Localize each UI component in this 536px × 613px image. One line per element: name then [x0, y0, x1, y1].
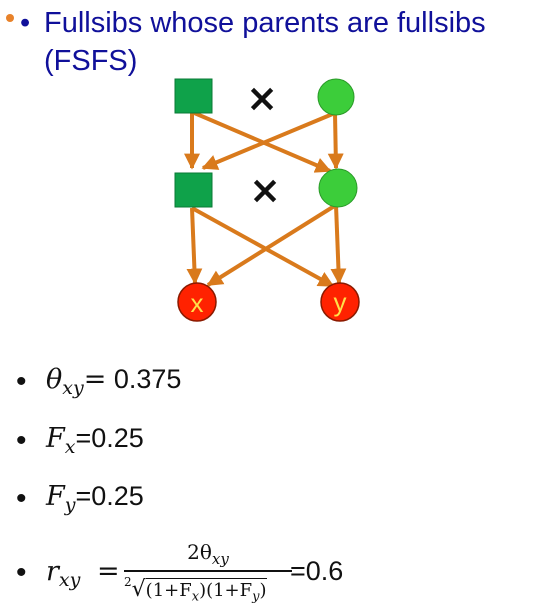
- bullet-r: •: [16, 556, 27, 589]
- fy-symbol: F: [46, 481, 65, 512]
- fy-formula: Fy=0.25: [46, 481, 144, 516]
- r-denominator: 2√(1+Fx)(1+Fy): [124, 575, 292, 605]
- theta-formula: θxy= 0.375: [46, 364, 181, 399]
- fx-symbol: F: [46, 423, 65, 454]
- r-equals: =: [96, 556, 120, 587]
- fraction-bar: [124, 570, 292, 572]
- fy-subscript: y: [64, 494, 76, 516]
- r-subscript: xy: [58, 569, 81, 591]
- sqrt-symbol: √: [131, 577, 146, 602]
- fy-value: =0.25: [75, 481, 144, 511]
- offspring-y-label: y: [334, 287, 347, 317]
- edge-father-to-x: [186, 207, 203, 285]
- slide-bullet-dot: [6, 14, 14, 22]
- theta-value: 0.375: [106, 364, 182, 394]
- edge-gp-female-to-father: [201, 111, 336, 170]
- root-index: 2: [124, 575, 132, 589]
- fx-value: =0.25: [75, 423, 144, 453]
- title-text: Fullsibs whose parents are fullsibs (FSF…: [44, 7, 486, 77]
- edge-mother-to-y: [330, 204, 347, 285]
- edge-father-to-y: [191, 206, 335, 288]
- theta-symbol: θ: [46, 364, 63, 395]
- edge-mother-to-x: [206, 203, 338, 287]
- slide-title: • Fullsibs whose parents are fullsibs (F…: [20, 4, 532, 80]
- r-symbol: r: [46, 556, 59, 587]
- fx-formula: Fx=0.25: [46, 423, 144, 458]
- offspring-x-label: x: [191, 288, 204, 318]
- grandparent-female-circle: [317, 78, 355, 116]
- title-bullet: •: [20, 7, 31, 39]
- mother-circle: [318, 168, 358, 208]
- bullet-fx: •: [16, 424, 27, 457]
- cross-symbol-top: ×: [246, 76, 278, 120]
- r-numerator: 2θxy: [124, 540, 292, 568]
- r-value: =0.6: [290, 556, 344, 586]
- father-square: [174, 172, 213, 208]
- r-numerator-subscript: xy: [211, 550, 229, 568]
- cross-symbol-middle: ×: [249, 168, 281, 212]
- bullet-theta: •: [16, 365, 27, 398]
- offspring-x-circle: [177, 282, 217, 322]
- theta-subscript: xy: [62, 377, 84, 399]
- edge-gp-female-to-mother: [327, 112, 344, 170]
- edge-gp-male-to-mother: [191, 110, 332, 173]
- r-formula-lhs: rxy =: [46, 556, 120, 591]
- bullet-fy: •: [16, 482, 27, 515]
- grandparent-male-square: [174, 78, 213, 114]
- fx-subscript: x: [64, 436, 76, 458]
- r-numerator-text: 2θ: [187, 540, 212, 564]
- radicand: (1+Fx)(1+Fy): [145, 578, 267, 605]
- pedigree-edges: [184, 110, 347, 288]
- offspring-y-circle: [320, 282, 360, 322]
- theta-equals: =: [83, 364, 107, 395]
